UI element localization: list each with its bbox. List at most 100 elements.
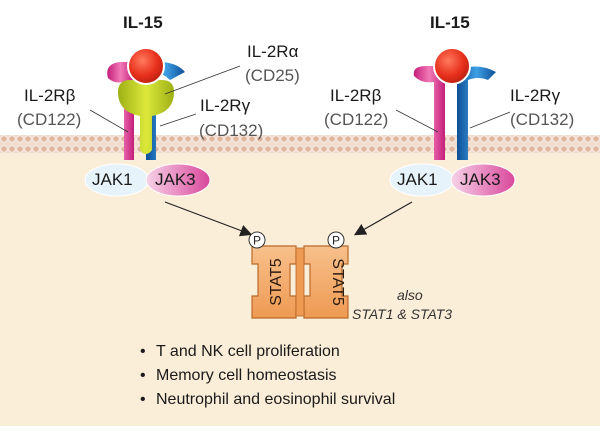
membrane-bead (344, 135, 352, 143)
membrane-bead (112, 145, 120, 153)
membrane-bead (536, 145, 544, 153)
membrane-bead (312, 145, 320, 153)
membrane-bead (56, 145, 64, 153)
membrane-bead (520, 135, 528, 143)
membrane-bead (168, 145, 176, 153)
membrane-bead (160, 145, 168, 153)
membrane-bead (328, 135, 336, 143)
membrane-bead (392, 145, 400, 153)
membrane-bead (304, 135, 312, 143)
membrane-bead (592, 145, 600, 153)
membrane-bead (368, 135, 376, 143)
membrane-bead (16, 145, 24, 153)
membrane-bead (336, 135, 344, 143)
membrane-bead (576, 135, 584, 143)
membrane-bead (400, 135, 408, 143)
membrane-bead (320, 145, 328, 153)
membrane-bead (472, 145, 480, 153)
membrane-bead (592, 135, 600, 143)
left-alpha-name: IL-2Rα (247, 42, 299, 61)
membrane-bead (168, 135, 176, 143)
membrane-bead (584, 135, 592, 143)
membrane-bead (112, 135, 120, 143)
right-gamma-name: IL-2Rγ (510, 86, 561, 105)
left-gamma-cd: (CD132) (199, 121, 264, 140)
membrane-bead (480, 135, 488, 143)
membrane-bead (376, 135, 384, 143)
membrane-bead (0, 135, 8, 143)
membrane-bead (368, 145, 376, 153)
membrane-bead (280, 145, 288, 153)
membrane-bead (488, 135, 496, 143)
membrane-bead (264, 145, 272, 153)
right-beta-chain (413, 66, 445, 160)
membrane-bead (80, 145, 88, 153)
membrane-bead (0, 145, 8, 153)
stat5-dimer: P P STAT5 STAT5 (248, 231, 349, 319)
membrane-bead (560, 145, 568, 153)
right-beta-cd: (CD122) (324, 110, 389, 129)
membrane-bead (40, 135, 48, 143)
membrane-bead (224, 135, 232, 143)
membrane-bead (544, 145, 552, 153)
membrane-bead (320, 135, 328, 143)
membrane-bead (336, 145, 344, 153)
membrane-bead (264, 135, 272, 143)
membrane-bead (568, 145, 576, 153)
left-beta-cd: (CD122) (17, 110, 82, 129)
membrane-bead (296, 145, 304, 153)
left-ligand-label: IL-15 (123, 13, 163, 32)
membrane-bead (184, 145, 192, 153)
membrane-bead (448, 145, 456, 153)
membrane-bead (24, 145, 32, 153)
membrane-bead (192, 135, 200, 143)
membrane-bead (16, 135, 24, 143)
left-alpha-chain (118, 80, 174, 154)
membrane-bead (408, 135, 416, 143)
membrane-bead (104, 145, 112, 153)
left-phospho-label: P (253, 234, 261, 248)
stat5-right-label: STAT5 (329, 258, 346, 306)
membrane-bead (328, 145, 336, 153)
membrane-bead (48, 145, 56, 153)
membrane-bead (296, 135, 304, 143)
left-gamma-leader (159, 113, 197, 127)
membrane-bead (272, 145, 280, 153)
membrane-bead (536, 135, 544, 143)
membrane-bead (416, 135, 424, 143)
membrane-bead (424, 145, 432, 153)
membrane-bead (280, 135, 288, 143)
membrane-bead (192, 145, 200, 153)
membrane-bead (184, 135, 192, 143)
membrane-bead (488, 145, 496, 153)
membrane-bead (96, 145, 104, 153)
membrane-bead (360, 145, 368, 153)
membrane-bead (496, 145, 504, 153)
membrane-bead (32, 135, 40, 143)
membrane-bead (552, 135, 560, 143)
membrane-bead (176, 135, 184, 143)
membrane-bead (200, 145, 208, 153)
membrane-bead (528, 135, 536, 143)
right-beta-leader (395, 109, 439, 133)
membrane-bead (400, 145, 408, 153)
list-item: •Neutrophil and eosinophil survival (140, 391, 396, 408)
membrane-bead (568, 135, 576, 143)
outcome-text: T and NK cell proliferation (156, 343, 340, 360)
membrane-bead (376, 145, 384, 153)
right-beta-name: IL-2Rβ (330, 86, 382, 105)
left-alpha-cd: (CD25) (245, 66, 300, 85)
also-label: also (397, 287, 423, 303)
left-jak3-label: JAK3 (155, 170, 196, 189)
membrane-bead (96, 135, 104, 143)
membrane-bead (240, 135, 248, 143)
membrane-bead (80, 135, 88, 143)
left-jak3 (145, 163, 211, 197)
membrane-bead (520, 145, 528, 153)
membrane-bead (584, 145, 592, 153)
list-item: •Memory cell homeostasis (140, 367, 337, 384)
membrane-bead (32, 145, 40, 153)
stat5-right-monomer (303, 245, 349, 319)
